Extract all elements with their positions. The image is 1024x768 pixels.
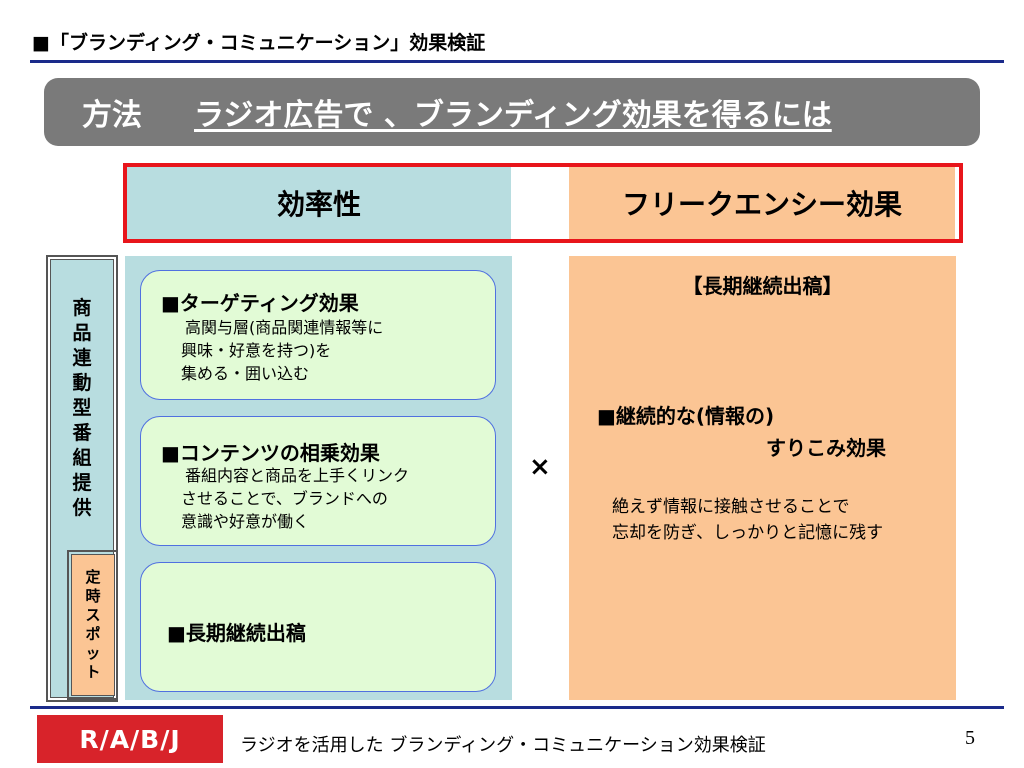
top-divider	[30, 60, 1004, 63]
method-label: 方法	[82, 98, 142, 133]
vertical-char: 時	[85, 587, 101, 605]
slide-title: ■「ブランディング・コミュニケーション」効果検証	[32, 32, 486, 54]
box-title: ■ターゲティング効果	[161, 291, 359, 315]
point-line-1: ■継続的な(情報の)	[597, 404, 775, 428]
vertical-char: 組	[72, 447, 92, 469]
box-line: 意識や好意が働く	[181, 512, 310, 531]
vertical-char: 番	[72, 422, 92, 444]
box-line: 集める・囲い込む	[181, 364, 310, 383]
vertical-char: 品	[72, 322, 92, 344]
spot-label-box	[71, 554, 115, 696]
box-line: させることで、ブランドへの	[181, 489, 388, 508]
vertical-char: 供	[72, 497, 92, 519]
frequency-column	[569, 256, 956, 700]
targeting-effect-box: ■ターゲティング効果 高関与層(商品関連情報等に 興味・好意を持つ)を 集める・…	[140, 270, 496, 400]
box-line: 興味・好意を持つ)を	[181, 341, 332, 360]
bottom-divider	[30, 706, 1004, 709]
vertical-char: ッ	[85, 644, 101, 662]
spot-label-text: 定時スポット	[79, 568, 107, 682]
frequency-heading: フリークエンシー効果	[569, 167, 955, 239]
content-synergy-box: ■コンテンツの相乗効果 番組内容と商品を上手くリンク させることで、ブランドへの…	[140, 416, 496, 546]
vertical-char: 動	[72, 372, 92, 394]
vertical-char: ト	[85, 663, 101, 681]
method-text: ラジオ広告で 、ブランディング効果を得るには	[194, 98, 832, 133]
method-banner: 方法 ラジオ広告で 、ブランディング効果を得るには	[44, 78, 980, 146]
vertical-char: 型	[72, 397, 92, 419]
box-title: ■長期継続出稿	[167, 621, 306, 645]
long-term-placement-box: ■長期継続出稿	[140, 562, 496, 692]
program-label-text: 商品連動型番組提供	[62, 296, 102, 521]
spot-label-frame	[67, 550, 118, 700]
vertical-char: 提	[72, 472, 92, 494]
program-label-frame	[46, 255, 118, 702]
vertical-char: 連	[72, 347, 92, 369]
description-line-2: 忘却を防ぎ、しっかりと記憶に残す	[612, 523, 884, 543]
vertical-char: 商	[72, 297, 92, 319]
rabj-logo: R/A/B/J	[37, 715, 223, 763]
multiply-sign: ×	[529, 452, 551, 482]
vertical-char: ポ	[85, 625, 101, 643]
heading-frame	[123, 163, 963, 243]
box-line: 番組内容と商品を上手くリンク	[185, 466, 410, 485]
right-heading: 【長期継続出稿】	[682, 274, 843, 298]
point-line-2: すりこみ効果	[766, 436, 886, 460]
description-line-1: 絶えず情報に接触させることで	[612, 497, 850, 517]
box-title: ■コンテンツの相乗効果	[161, 441, 380, 465]
footer-text: ラジオを活用した ブランディング・コミュニケーション効果検証	[240, 735, 766, 756]
box-line: 高関与層(商品関連情報等に	[185, 318, 384, 337]
vertical-char: ス	[85, 606, 101, 624]
efficiency-heading: 効率性	[127, 167, 511, 239]
vertical-char: 定	[85, 568, 101, 586]
page-number: 5	[965, 727, 975, 749]
